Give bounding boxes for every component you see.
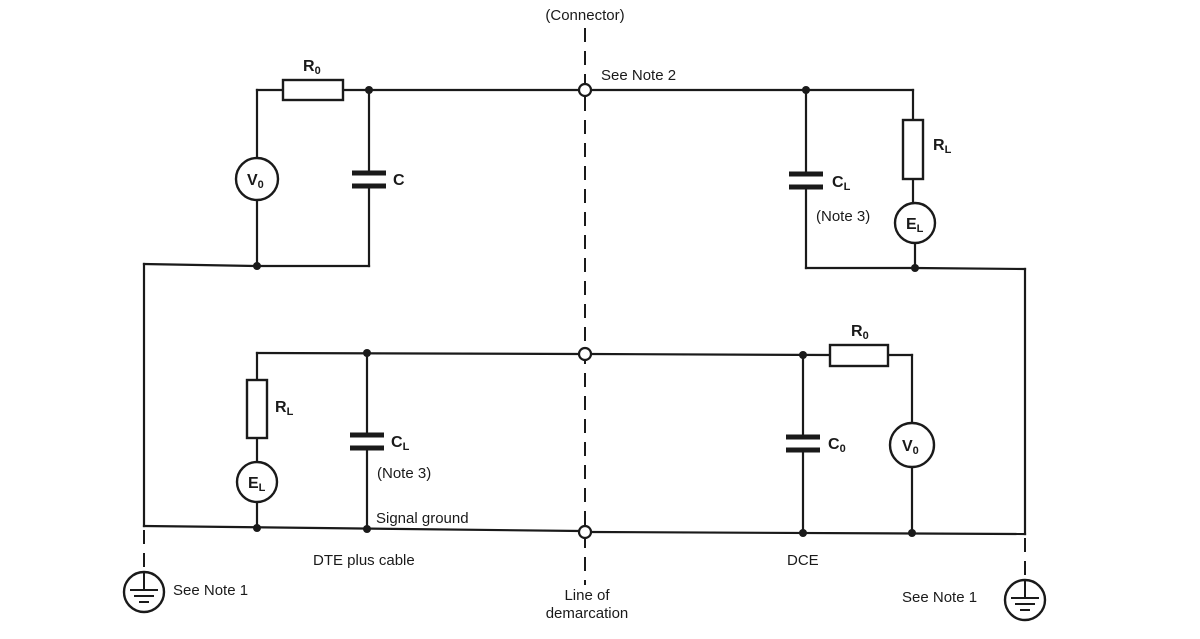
line-of-label: Line of — [564, 587, 610, 604]
resistor-rl-top — [901, 118, 925, 181]
connector-label: (Connector) — [545, 7, 624, 24]
top-circuit — [142, 88, 1027, 271]
resistor-r0-bottom — [828, 343, 890, 368]
label-cl-bottom: CL — [391, 434, 410, 453]
source-v0-top: V0 — [234, 156, 280, 202]
dte-plus-cable-label: DTE plus cable — [313, 552, 415, 569]
svg-text:EL: EL — [248, 475, 266, 494]
resistor-r0-top — [281, 78, 345, 102]
label-cl-top: CL — [832, 174, 851, 193]
see-note-2-label: See Note 2 — [601, 67, 676, 84]
demarcation-label: demarcation — [546, 605, 629, 622]
label-r0-bottom: R0 — [851, 323, 869, 342]
ground-icon-left — [122, 570, 166, 614]
label-c-top: C — [393, 172, 405, 189]
capacitor-cl-top — [789, 171, 823, 190]
capacitor-c-top — [352, 170, 386, 189]
svg-text:V0: V0 — [902, 438, 919, 457]
label-c0-bottom: C0 — [828, 436, 846, 455]
connector-node-ground — [577, 524, 593, 540]
label-rl-bottom: RL — [275, 399, 294, 418]
ground-icon-right — [1003, 578, 1047, 622]
see-note-1-left-label: See Note 1 — [173, 582, 248, 599]
source-v0-bottom: V0 — [888, 421, 936, 469]
bottom-circuit — [142, 351, 1027, 536]
see-note-1-right-label: See Note 1 — [902, 589, 977, 606]
junction-dots — [253, 86, 919, 537]
connector-node-top — [577, 82, 593, 98]
resistor-rl-bottom — [245, 378, 269, 440]
capacitor-cl-bottom — [350, 432, 384, 451]
capacitor-c0-bottom — [786, 434, 820, 453]
source-el-top: EL — [893, 201, 937, 245]
dce-label: DCE — [787, 552, 819, 569]
connector-node-middle — [577, 346, 593, 362]
svg-text:EL: EL — [906, 216, 924, 235]
note-3-bottom-label: (Note 3) — [377, 465, 431, 482]
source-el-bottom: EL — [235, 460, 279, 504]
svg-text:V0: V0 — [247, 172, 264, 191]
signal-ground-label: Signal ground — [376, 510, 469, 527]
label-rl-top: RL — [933, 137, 952, 156]
label-r0-top: R0 — [303, 58, 321, 77]
note-3-top-label: (Note 3) — [816, 208, 870, 225]
